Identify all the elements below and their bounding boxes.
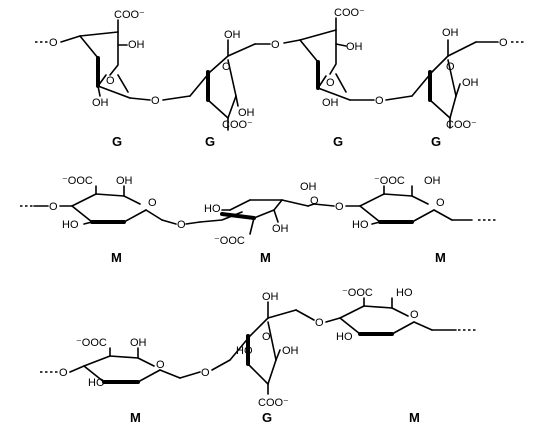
row-2-labels: ⁻OOC ⁻OOC ⁻OOC OH OH OH OH HO HO HO O O … [49,175,446,265]
oxygen-label: O [499,37,508,49]
oxygen-label: O [310,195,319,207]
oxygen-label: O [410,309,419,321]
hydroxyl-label: OH [128,39,145,51]
carboxylate-label: ⁻OOC [214,235,245,247]
oxygen-label: O [49,201,58,213]
guluronate-unit-label: G [112,134,122,149]
mannuronate-unit-label: M [260,250,271,265]
hydroxyl-label: OH [300,181,317,193]
oxygen-label: O [156,359,165,371]
carboxylate-label: COO⁻ [114,9,145,21]
oxygen-label: O [446,61,455,73]
hydroxyl-label: OH [424,175,441,187]
hydroxyl-label: HO [336,331,353,343]
oxygen-label: O [201,367,210,379]
hydroxyl-label: HO [352,219,369,231]
oxygen-label: O [222,61,231,73]
row-1-labels: COO⁻ COO⁻ COO⁻ COO⁻ OH OH OH OH OH OH OH… [49,7,508,149]
mannuronate-unit-label: M [130,410,141,425]
hydroxyl-label: OH [346,41,363,53]
oxygen-label: O [271,39,280,51]
oxygen-label: O [49,37,58,49]
row-3-mgm-chain [40,297,476,395]
oxygen-label: O [326,77,335,89]
hydroxyl-label: OH [116,175,133,187]
carboxylate-label: ⁻OOC [62,175,93,187]
hydroxyl-label: OH [92,97,109,109]
hydroxyl-label: HO [204,203,221,215]
hydroxyl-label: OH [130,337,147,349]
hydroxyl-label: OH [272,223,289,235]
hydroxyl-label: HO [88,377,105,389]
oxygen-label: O [375,95,384,107]
guluronate-unit-label: G [333,134,343,149]
hydroxyl-label: HO [396,287,413,299]
guluronate-unit-label: G [262,410,272,425]
row-3-labels: ⁻OOC ⁻OOC COO⁻ OH HO HO HO OH OH HO O O … [59,287,420,425]
row-2-mmm-chain [20,185,496,235]
oxygen-label: O [315,317,324,329]
oxygen-label: O [436,197,445,209]
oxygen-label: O [335,201,344,213]
hydroxyl-label: OH [238,107,255,119]
hydroxyl-label: OH [224,29,241,41]
mannuronate-unit-label: M [435,250,446,265]
carboxylate-label: ⁻OOC [374,175,405,187]
hydroxyl-label: OH [282,345,299,357]
oxygen-label: O [262,331,271,343]
hydroxyl-label: OH [442,27,459,39]
guluronate-unit-label: G [431,134,441,149]
oxygen-label: O [151,95,160,107]
hydroxyl-label: HO [62,219,79,231]
mannuronate-unit-label: M [409,410,420,425]
hydroxyl-label: HO [236,345,253,357]
carboxylate-label: ⁻OOC [342,287,373,299]
carboxylate-label: COO⁻ [258,397,289,409]
hydroxyl-label: OH [462,77,479,89]
row-1-ggg-chain [35,17,524,131]
oxygen-label: O [106,75,115,87]
carboxylate-label: COO⁻ [222,119,253,131]
oxygen-label: O [148,197,157,209]
hydroxyl-label: OH [262,291,279,303]
oxygen-label: O [177,219,186,231]
hydroxyl-label: OH [322,97,339,109]
oxygen-label: O [59,367,68,379]
mannuronate-unit-label: M [111,250,122,265]
carboxylate-label: COO⁻ [334,7,365,19]
carboxylate-label: ⁻OOC [76,337,107,349]
carboxylate-label: COO⁻ [446,119,477,131]
guluronate-unit-label: G [205,134,215,149]
